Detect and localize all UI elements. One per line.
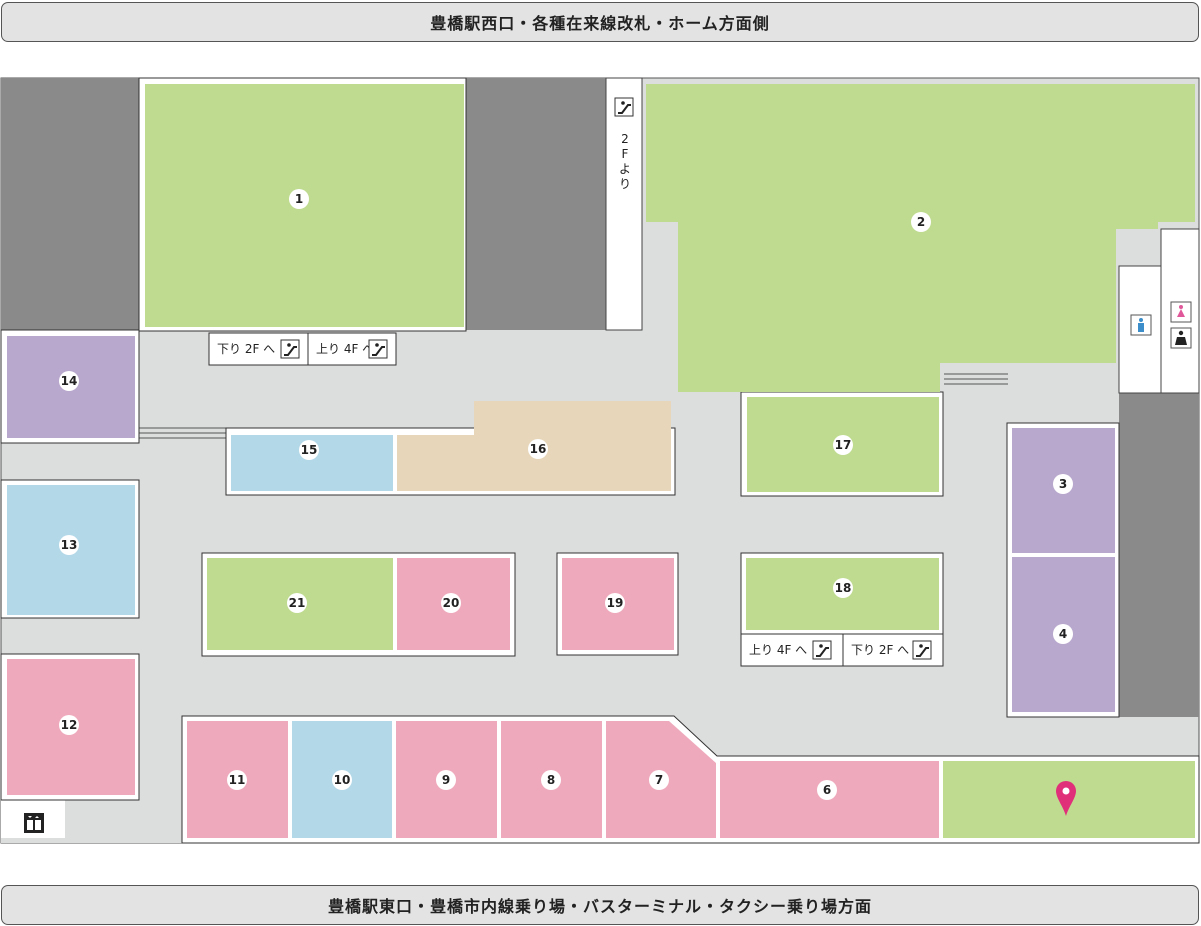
- escalator-sign-label: 上り 4F へ: [316, 342, 374, 356]
- escalator-icon-steps: [618, 104, 631, 114]
- store-number-10: 10: [334, 773, 351, 787]
- from-2f-label: よ: [619, 162, 631, 176]
- escalator-icon: [912, 640, 932, 660]
- banner-bottom: 豊橋駅東口・豊橋市内線乗り場・バスターミナル・タクシー乗り場方面: [1, 885, 1199, 925]
- escalator-icon-steps: [916, 647, 929, 657]
- female-toilet-body: [1177, 309, 1185, 317]
- baby-care-icon: [1170, 327, 1192, 349]
- elevator-icon: [24, 813, 44, 833]
- store-number-badge: [1053, 474, 1073, 494]
- escalator-icon: [280, 339, 300, 359]
- store-number-badge: [817, 780, 837, 800]
- elevator-icon-arrow: [28, 816, 32, 818]
- location-pin-dot: [1062, 787, 1070, 795]
- escalator-icon-head: [919, 644, 923, 648]
- walls: [1, 77, 1200, 843]
- store-number-12: 12: [61, 718, 78, 732]
- wall-block: [1, 78, 139, 332]
- store-number-badge: [605, 593, 625, 613]
- store-number-17: 17: [835, 438, 852, 452]
- floor-edge: [1, 838, 183, 843]
- escalator-sign-label: 下り 2F へ: [851, 643, 909, 657]
- store-number-badge: [911, 212, 931, 232]
- escalator-sign-label: 上り 4F へ: [749, 643, 807, 657]
- store-number-2: 2: [917, 215, 925, 229]
- from-2f-label: り: [619, 177, 631, 191]
- store-number-badge: [833, 435, 853, 455]
- store-number-badge: [541, 770, 561, 790]
- store-number-14: 14: [61, 374, 78, 388]
- escalator-icon-head: [621, 101, 625, 105]
- escalator-icon-steps: [372, 346, 385, 356]
- store-number-badge: [59, 715, 79, 735]
- store-number-badge: [299, 440, 319, 460]
- store-number-badge: [1053, 624, 1073, 644]
- store-number-15: 15: [301, 443, 318, 457]
- store-number-badge: [59, 535, 79, 555]
- store-number-1: 1: [295, 192, 303, 206]
- escalator-sign-label: 下り 2F へ: [217, 342, 275, 356]
- store-2[interactable]: [646, 84, 1195, 392]
- store-number-3: 3: [1059, 477, 1067, 491]
- store-number-11: 11: [229, 773, 246, 787]
- elevator-icon-door: [35, 820, 41, 830]
- store-number-badge: [59, 371, 79, 391]
- store-number-badge: [287, 593, 307, 613]
- escalator-icon-head: [287, 343, 291, 347]
- escalator-icon: [368, 339, 388, 359]
- location-pin-icon: [1056, 781, 1076, 816]
- male-toilet-head: [1139, 318, 1143, 322]
- female-toilet-head: [1179, 305, 1183, 309]
- store-number-20: 20: [443, 596, 460, 610]
- escalator-icon: [812, 640, 832, 660]
- store-number-7: 7: [655, 773, 663, 787]
- store-number-badge: [227, 770, 247, 790]
- escalator-corridor: [605, 77, 643, 331]
- store-number-4: 4: [1059, 627, 1067, 641]
- store-number-13: 13: [61, 538, 78, 552]
- store-number-badge: [649, 770, 669, 790]
- elevator-icon-door: [27, 820, 33, 830]
- store-number-badge: [528, 439, 548, 459]
- from-2f-label: F: [622, 147, 629, 161]
- escalator-icon: [614, 97, 634, 117]
- escalator-sign: [842, 633, 944, 667]
- escalator-icon-frame: [812, 640, 832, 660]
- store-number-6: 6: [823, 783, 831, 797]
- store-number-9: 9: [442, 773, 450, 787]
- escalator-icon-head: [375, 343, 379, 347]
- store-number-badge: [289, 189, 309, 209]
- banner-top: 豊橋駅西口・各種在来線改札・ホーム方面側: [1, 2, 1199, 42]
- escalator-icon-frame: [614, 97, 634, 117]
- baby-care-head: [1178, 330, 1184, 336]
- escalator-icon-steps: [816, 647, 829, 657]
- store-number-badge: [441, 593, 461, 613]
- store-number-18: 18: [835, 581, 852, 595]
- wall-block: [466, 78, 606, 330]
- store-number-badge: [833, 578, 853, 598]
- store-number-19: 19: [607, 596, 624, 610]
- store-number-21: 21: [289, 596, 306, 610]
- escalator-icon-steps: [284, 346, 297, 356]
- male-toilet-icon: [1130, 314, 1152, 336]
- female-toilet-icon: [1170, 301, 1192, 323]
- signs: 下り 2F へ上り 4F へ上り 4F へ下り 2F へ2Fより: [24, 97, 1192, 833]
- escalator-icon-frame: [912, 640, 932, 660]
- baby-care-body: [1175, 337, 1187, 345]
- escalator-icon-frame: [368, 339, 388, 359]
- store-number-8: 8: [547, 773, 555, 787]
- escalator-icon-frame: [280, 339, 300, 359]
- store-number-16: 16: [530, 442, 547, 456]
- store-number-badge: [436, 770, 456, 790]
- male-toilet-body: [1138, 323, 1144, 332]
- elevator-icon-arrow: [35, 816, 39, 818]
- escalator-icon-head: [819, 644, 823, 648]
- store-number-badge: [332, 770, 352, 790]
- from-2f-label: 2: [621, 132, 629, 146]
- wall-block: [1119, 393, 1199, 717]
